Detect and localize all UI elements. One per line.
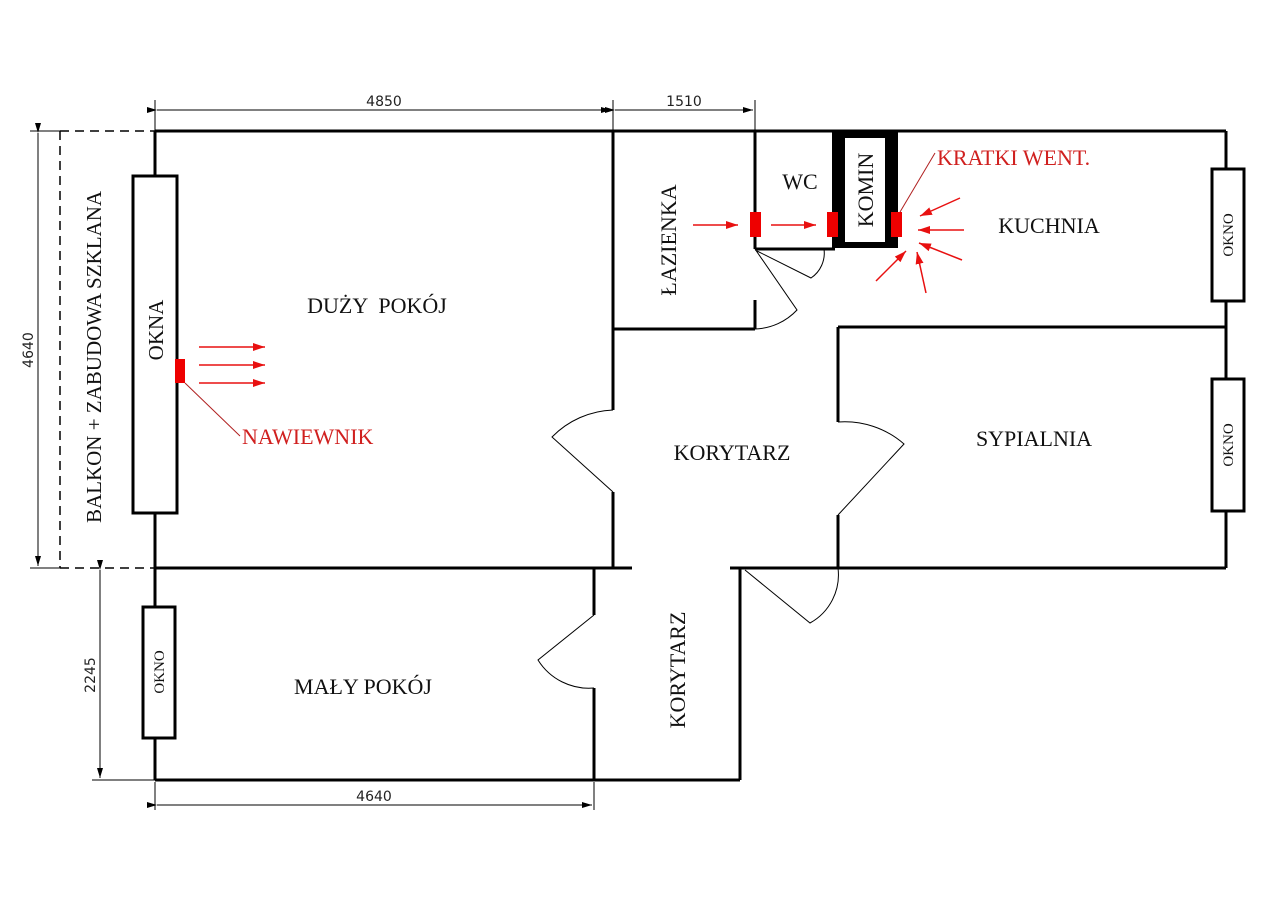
balcony-outline bbox=[59, 130, 155, 569]
chimney bbox=[832, 131, 898, 248]
dimension-top-right: 1510 bbox=[666, 94, 702, 110]
room-sypialnia: SYPIALNIA bbox=[976, 426, 1092, 451]
window-label-okno-maly: OKNO bbox=[152, 650, 168, 693]
window-okna-large bbox=[131, 174, 179, 515]
room-korytarz-side: KORYTARZ bbox=[665, 612, 690, 729]
leader-lines bbox=[184, 152, 936, 437]
room-duzy-pokoj: DUŻY POKÓJ bbox=[307, 293, 447, 318]
window-okno-kuchnia bbox=[1210, 167, 1246, 303]
windows bbox=[131, 167, 1246, 740]
dimension-top-left: 4850 bbox=[366, 94, 402, 110]
vent-wc-komin bbox=[827, 212, 838, 237]
vent-nawiewnik bbox=[175, 359, 185, 383]
room-korytarz: KORYTARZ bbox=[674, 440, 791, 465]
door-sypialnia bbox=[837, 421, 905, 516]
window-label-okno-sypialnia: OKNO bbox=[1221, 423, 1237, 466]
door-maly-pokoj bbox=[537, 614, 595, 689]
walls bbox=[153, 129, 1228, 782]
vent-grilles bbox=[175, 212, 902, 383]
door-lazienka bbox=[754, 248, 798, 330]
vent-kuchnia-komin bbox=[891, 212, 902, 237]
room-lazienka: ŁAZIENKA bbox=[656, 184, 681, 295]
window-okno-maly bbox=[141, 605, 177, 740]
vent-lazienka-wc bbox=[750, 212, 761, 237]
window-label-okno-kuchnia: OKNO bbox=[1221, 213, 1237, 256]
room-komin: KOMIN bbox=[853, 153, 878, 228]
door-wc bbox=[756, 248, 825, 279]
balcony-label: BALKON + ZABUDOWA SZKLANA bbox=[82, 190, 106, 523]
dimension-lines bbox=[30, 100, 756, 810]
annotation-nawiewnik: NAWIEWNIK bbox=[242, 424, 374, 449]
window-okno-sypialnia bbox=[1210, 377, 1246, 513]
room-kuchnia: KUCHNIA bbox=[998, 213, 1100, 238]
window-label-okna: OKNA bbox=[144, 299, 168, 360]
annotation-kratki-went: KRATKI WENT. bbox=[937, 145, 1090, 170]
room-wc: WC bbox=[782, 169, 817, 194]
door-duzy-pokoj bbox=[551, 409, 614, 493]
door-entrance bbox=[744, 567, 839, 624]
airflow-arrows bbox=[199, 197, 964, 387]
room-maly-pokoj: MAŁY POKÓJ bbox=[294, 674, 432, 699]
dimension-left-lower: 2245 bbox=[83, 657, 99, 693]
dimension-bottom: 4640 bbox=[356, 789, 392, 805]
doors bbox=[537, 248, 905, 689]
dimension-left-height: 4640 bbox=[21, 332, 37, 368]
